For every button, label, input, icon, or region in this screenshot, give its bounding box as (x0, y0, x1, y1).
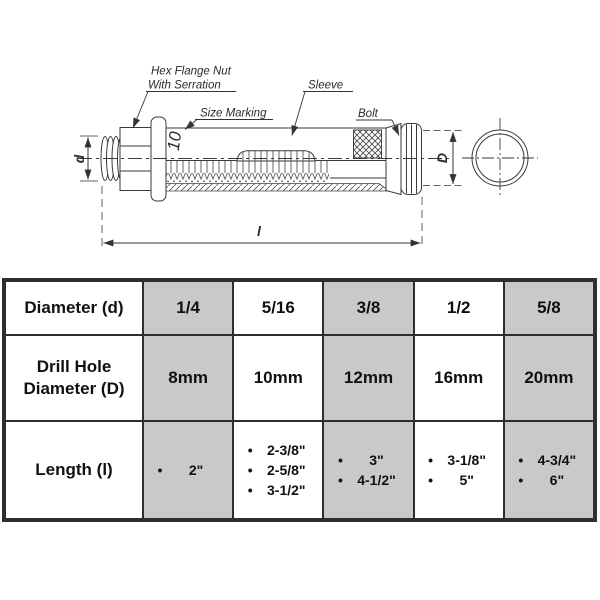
diameter-1-2: 1/2 (413, 281, 504, 335)
row-label-drill-hole: Drill Hole Diameter (D) (5, 335, 143, 421)
lengths-1-4: • 2" (143, 421, 234, 519)
nut-flange (150, 116, 167, 202)
list-item: • 3-1/8" (419, 452, 499, 469)
callout-bolt: Bolt (358, 108, 379, 120)
sleeve-wall-hatch (165, 183, 391, 192)
dimension-d-label: d (71, 154, 87, 163)
dimension-D-label: D (434, 153, 450, 163)
anchor-side-view (78, 116, 450, 202)
hex-flange-nut (119, 116, 167, 202)
diameter-5-16: 5/16 (233, 281, 324, 335)
callout-size-marking: Size Marking (200, 108, 267, 120)
dimension-l-label: l (257, 223, 262, 239)
list-item: • 4-3/4" (509, 452, 589, 469)
cone-taper (385, 122, 402, 196)
length-value: 2-5/8" (267, 461, 306, 478)
sleeve-anchor-technical-drawing: 10 d D l Hex Flange Nut With Serrat (71, 66, 538, 248)
bullet-icon: • (337, 471, 343, 488)
drill-hole-20mm: 20mm (503, 335, 594, 421)
length-value: 3-1/8" (447, 451, 486, 468)
bullet-icon: • (247, 481, 253, 498)
length-value: 3-1/2" (267, 481, 306, 498)
diameter-3-8: 3/8 (323, 281, 414, 335)
list-item: • 4-1/2" (328, 472, 408, 489)
thread-band (166, 161, 330, 173)
length-value: 3" (369, 451, 384, 468)
bullet-icon: • (247, 461, 253, 478)
length-value: 4-3/4" (537, 451, 577, 468)
list-item: • 2-5/8" (238, 462, 318, 479)
lengths-3-8: • 3" • 4-1/2" (323, 421, 414, 519)
bullet-icon: • (337, 451, 343, 468)
bullet-icon: • (428, 451, 434, 468)
length-value: 6" (549, 471, 565, 488)
spec-table: Diameter (d) 1/4 5/16 3/8 1/2 5/8 Drill … (2, 278, 597, 522)
bullet-icon: • (518, 471, 524, 488)
lengths-5-8: • 4-3/4" • 6" (503, 421, 594, 519)
callout-hex-flange-nut-line2: With Serration (148, 80, 221, 92)
table-row-length: Length (l) • 2" • 2-3/8" • 2-5/8" • 3-1/… (5, 421, 594, 519)
list-item: • 3-1/2" (238, 482, 318, 499)
list-item: • 3" (328, 452, 408, 469)
callout-sleeve: Sleeve (308, 80, 343, 92)
row-label-diameter: Diameter (d) (5, 281, 143, 335)
drill-hole-10mm: 10mm (233, 335, 324, 421)
list-item: • 6" (509, 472, 589, 489)
drill-hole-8mm: 8mm (143, 335, 234, 421)
bolt-block (353, 129, 382, 159)
anchor-end-view (462, 118, 538, 198)
length-value: 5" (459, 471, 474, 488)
list-item: • 2-3/8" (238, 442, 318, 459)
diameter-1-4: 1/4 (143, 281, 234, 335)
length-value: 2-3/8" (267, 441, 306, 458)
diameter-5-8: 5/8 (503, 281, 594, 335)
list-item: • 2" (148, 462, 228, 479)
length-value: 4-1/2" (357, 471, 396, 488)
dimension-l (101, 186, 423, 248)
lengths-1-2: • 3-1/8" • 5" (413, 421, 504, 519)
bullet-icon: • (157, 461, 163, 478)
bullet-icon: • (247, 441, 253, 458)
callout-hex-flange-nut-line1: Hex Flange Nut (151, 66, 232, 78)
table-row-drill-hole: Drill Hole Diameter (D) 8mm 10mm 12mm 16… (5, 335, 594, 421)
thread-teeth (166, 173, 329, 182)
drill-hole-12mm: 12mm (323, 335, 414, 421)
length-value: 2" (188, 461, 204, 478)
lengths-5-16: • 2-3/8" • 2-5/8" • 3-1/2" (233, 421, 324, 519)
callout-leaders (132, 91, 400, 136)
table-row-diameter: Diameter (d) 1/4 5/16 3/8 1/2 5/8 (5, 281, 594, 335)
dimension-D (423, 130, 462, 186)
row-label-length: Length (l) (5, 421, 143, 519)
bullet-icon: • (518, 451, 524, 468)
bullet-icon: • (428, 471, 434, 488)
drill-hole-16mm: 16mm (413, 335, 504, 421)
list-item: • 5" (419, 472, 499, 489)
dimension-d (80, 135, 98, 182)
size-marking-value: 10 (164, 130, 186, 152)
